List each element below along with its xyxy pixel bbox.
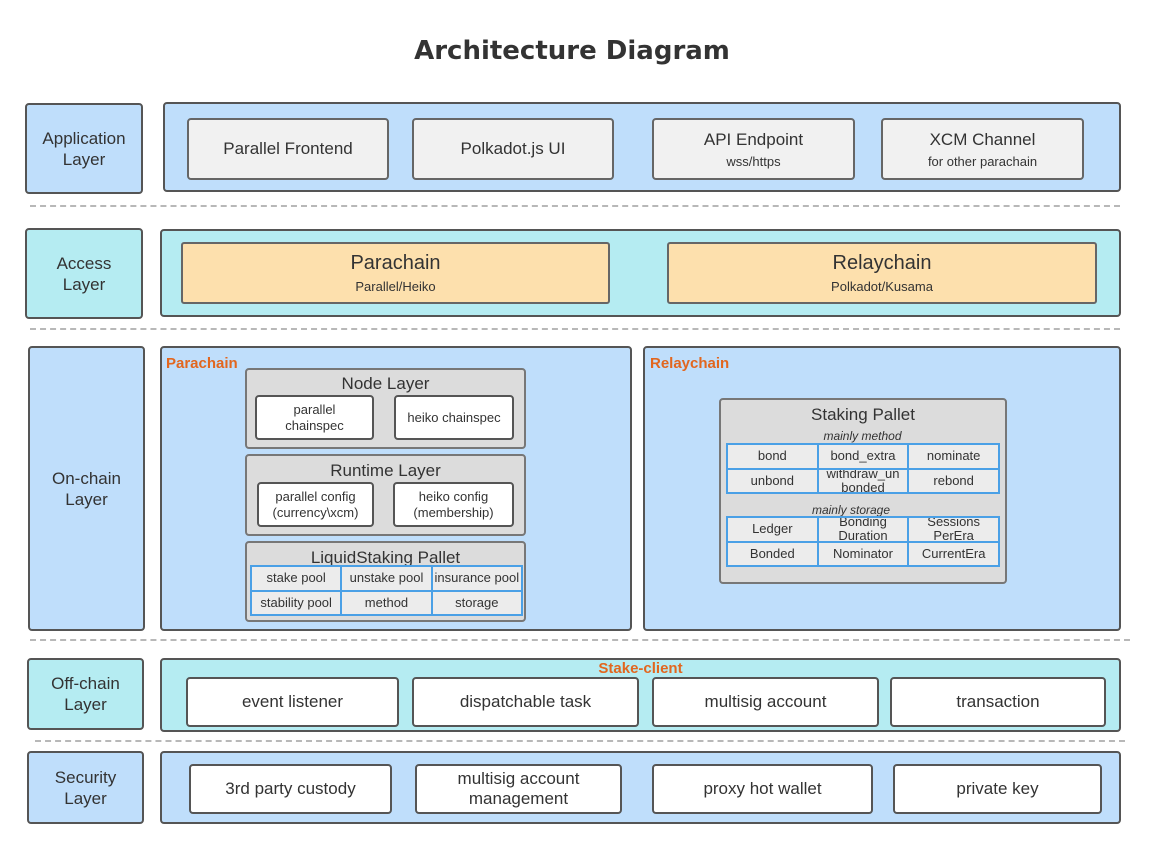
parallel-frontend-box: Parallel Frontend — [187, 118, 389, 180]
heiko-config-box: heiko config (membership) — [393, 482, 514, 527]
security-layer-label-line1: Security — [54, 767, 117, 787]
private-key-label: private key — [956, 779, 1039, 798]
api-endpoint-title: API Endpoint — [703, 129, 804, 149]
parallel-config-line1: parallel config — [275, 488, 356, 504]
liquidstaking-cell-unstake-pool: unstake pool — [341, 566, 432, 591]
third-party-custody-box: 3rd party custody — [189, 764, 392, 814]
divider-1 — [30, 205, 1120, 207]
xcm-channel-box: XCM Channel for other parachain — [881, 118, 1084, 180]
liquidstaking-cell-storage: storage — [431, 590, 522, 615]
multisig-account-box: multisig account — [652, 677, 879, 727]
onchain-layer-label-line2: Layer — [65, 489, 108, 509]
node-layer-title: Node Layer — [341, 374, 430, 393]
transaction-label: transaction — [956, 692, 1040, 711]
private-key-box: private key — [893, 764, 1102, 814]
api-endpoint-box: API Endpoint wss/https — [652, 118, 855, 180]
heiko-config-line1: heiko config — [418, 488, 489, 504]
divider-4 — [35, 740, 1125, 742]
xcm-channel-title: XCM Channel — [929, 129, 1036, 149]
method-cell-nominate: nominate — [908, 444, 999, 469]
parachain-access-title: Parachain — [350, 252, 441, 274]
storage-cell-nominator: Nominator — [817, 541, 909, 566]
application-layer-label-line2: Layer — [62, 149, 106, 169]
runtime-layer-title: Runtime Layer — [330, 461, 441, 480]
parallel-chainspec-box: parallel chainspec — [255, 395, 374, 440]
multisig-account-management-box: multisig account management — [415, 764, 622, 814]
onchain-layer-label-line1: On-chain — [52, 468, 121, 488]
parallel-config-line2: (currency\xcm) — [272, 504, 359, 520]
parallel-chainspec-label: parallel chainspec — [285, 401, 344, 433]
liquidstaking-pallet-title: LiquidStaking Pallet — [310, 548, 461, 567]
staking-pallet-title: Staking Pallet — [811, 405, 915, 424]
parallel-frontend-title: Parallel Frontend — [223, 139, 353, 158]
heiko-config-line2: (membership) — [413, 504, 494, 520]
proxy-hot-wallet-box: proxy hot wallet — [652, 764, 873, 814]
transaction-box: transaction — [890, 677, 1106, 727]
relaychain-access-box: Relaychain Polkadot/Kusama — [667, 242, 1097, 304]
relaychain-access-title: Relaychain — [832, 252, 932, 274]
onchain-layer-label: On-chain Layer — [28, 346, 145, 631]
offchain-layer-label-line2: Layer — [64, 695, 107, 714]
parachain-access-box: Parachain Parallel/Heiko — [181, 242, 610, 304]
access-layer-label: Access Layer — [25, 228, 143, 319]
security-layer-label-line2: Layer — [64, 788, 107, 808]
divider-3 — [30, 639, 1130, 641]
method-cell-bond-extra: bond_extra — [817, 444, 909, 469]
polkadot-js-ui-title: Polkadot.js UI — [460, 139, 566, 158]
method-cell-rebond: rebond — [908, 468, 999, 493]
dispatchable-task-box: dispatchable task — [412, 677, 639, 727]
parallel-config-box: parallel config (currency\xcm) — [257, 482, 374, 527]
polkadot-js-ui-box: Polkadot.js UI — [412, 118, 614, 180]
divider-2 — [30, 328, 1120, 330]
staking-method-grid: bond bond_extra nominate unbond withdraw… — [726, 443, 1000, 494]
method-cell-unbond: unbond — [727, 468, 818, 493]
liquidstaking-cell-insurance-pool: insurance pool — [431, 566, 522, 591]
api-endpoint-subtitle: wss/https — [726, 153, 781, 169]
heiko-chainspec-label: heiko chainspec — [407, 409, 501, 425]
third-party-custody-label: 3rd party custody — [225, 779, 356, 798]
stake-client-title: Stake-client — [598, 660, 683, 677]
storage-cell-ledger: Ledger — [727, 517, 818, 542]
storage-cell-sessions-perera: Sessions PerEra — [908, 517, 999, 542]
xcm-channel-subtitle: for other parachain — [927, 153, 1038, 169]
dispatchable-task-label: dispatchable task — [459, 692, 592, 711]
storage-cell-bonded: Bonded — [727, 541, 818, 566]
relaychain-access-subtitle: Polkadot/Kusama — [831, 279, 933, 294]
liquidstaking-cell-stability-pool: stability pool — [251, 590, 342, 615]
method-cell-bond: bond — [727, 444, 818, 469]
application-layer-label-line1: Application — [42, 128, 126, 148]
multisig-account-management-label: multisig account management — [457, 769, 580, 808]
liquidstaking-cell-stake-pool: stake pool — [251, 566, 342, 591]
liquidstaking-grid: stake pool unstake pool insurance pool s… — [250, 565, 523, 616]
storage-cell-currentera: CurrentEra — [908, 541, 999, 566]
onchain-parachain-title: Parachain — [166, 355, 238, 372]
access-layer-label-line2: Layer — [62, 274, 106, 294]
application-layer-label: Application Layer — [25, 103, 143, 194]
liquidstaking-cell-method: method — [341, 590, 432, 615]
onchain-relaychain-title: Relaychain — [650, 355, 730, 372]
storage-cell-bonding-duration: Bonding Duration — [817, 517, 909, 542]
diagram-title: Architecture Diagram — [414, 36, 730, 66]
proxy-hot-wallet-label: proxy hot wallet — [703, 779, 822, 798]
security-layer-label: Security Layer — [27, 751, 144, 824]
staking-storage-label: mainly storage — [811, 503, 891, 517]
offchain-layer-label-line1: Off-chain — [51, 674, 120, 693]
method-cell-withdraw-unbonded: withdraw_unbonded — [817, 468, 909, 493]
access-layer-label-line1: Access — [56, 253, 112, 273]
parachain-access-subtitle: Parallel/Heiko — [355, 279, 436, 294]
event-listener-label: event listener — [241, 692, 344, 711]
staking-storage-grid: Ledger Bonding Duration Sessions PerEra … — [726, 516, 1000, 567]
event-listener-box: event listener — [186, 677, 399, 727]
offchain-layer-label: Off-chain Layer — [27, 658, 144, 730]
heiko-chainspec-box: heiko chainspec — [394, 395, 514, 440]
multisig-account-label: multisig account — [704, 692, 827, 711]
staking-method-label: mainly method — [823, 429, 902, 443]
